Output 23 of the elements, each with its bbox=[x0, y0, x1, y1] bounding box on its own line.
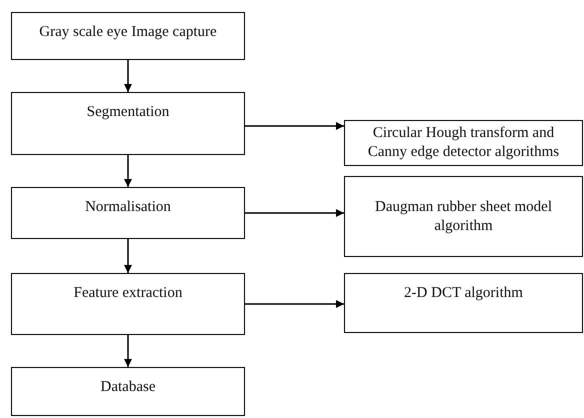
arrow bbox=[245, 209, 344, 217]
arrow bbox=[124, 60, 132, 92]
process-box bbox=[11, 187, 245, 239]
box-label: Gray scale eye Image capture bbox=[39, 23, 217, 42]
box-label: Normalisation bbox=[85, 198, 171, 217]
process-box bbox=[11, 367, 245, 416]
arrow bbox=[124, 239, 132, 273]
process-box bbox=[11, 273, 245, 335]
box-label: Daugman rubber sheet model algorithm bbox=[374, 198, 554, 236]
arrow bbox=[245, 300, 344, 308]
process-box bbox=[344, 273, 583, 333]
process-box bbox=[344, 120, 583, 166]
process-box bbox=[344, 176, 583, 257]
process-box bbox=[11, 92, 245, 155]
box-label: 2-D DCT algorithm bbox=[404, 284, 523, 303]
arrow bbox=[124, 335, 132, 367]
box-label: Circular Hough transform and Canny edge detector algorithms bbox=[366, 124, 560, 162]
arrow bbox=[245, 122, 344, 130]
process-box bbox=[11, 12, 245, 60]
arrow bbox=[124, 155, 132, 187]
box-label: Segmentation bbox=[86, 103, 170, 122]
box-label: Database bbox=[100, 378, 156, 397]
box-label: Feature extraction bbox=[74, 284, 182, 303]
